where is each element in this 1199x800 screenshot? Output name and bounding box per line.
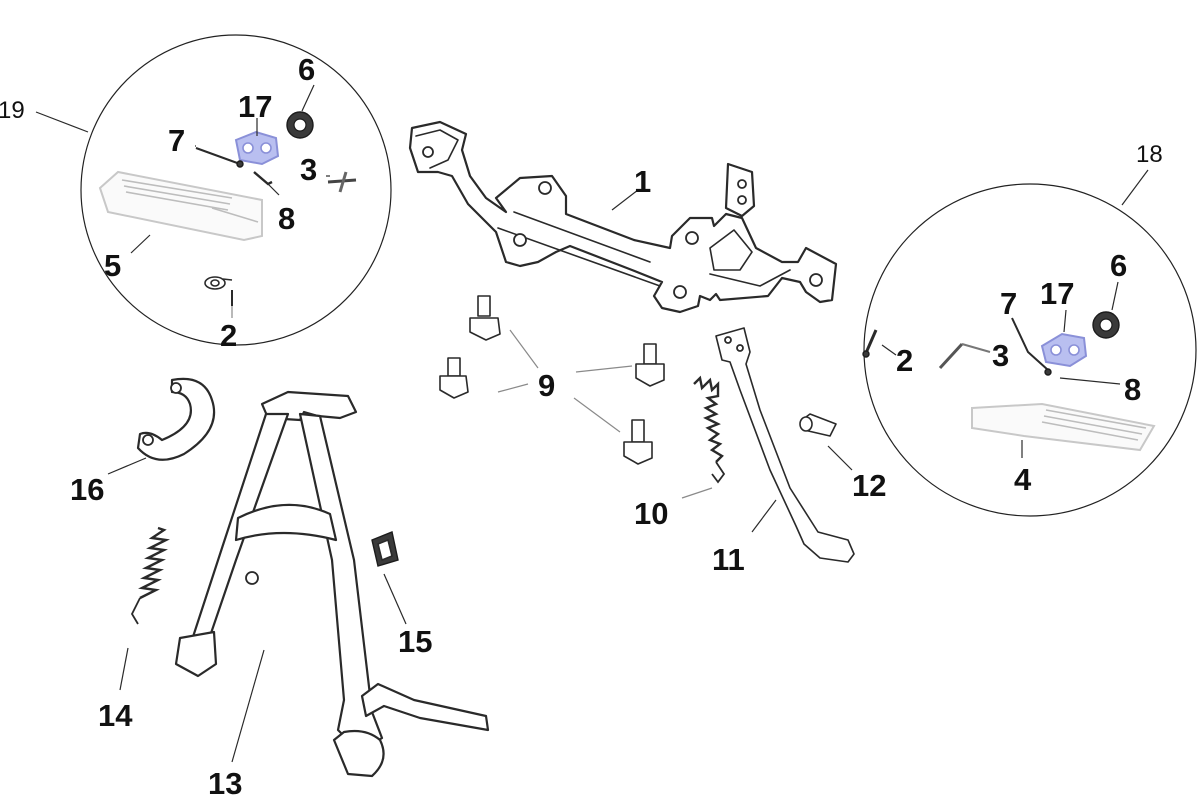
part-2-bolt-right [862, 329, 878, 358]
callout-13: 13 [208, 766, 242, 800]
detail-view-18: 18 6 17 7 2 3 8 4 [862, 141, 1197, 517]
part-10-spring: 10 [634, 375, 726, 531]
callout-16: 16 [70, 472, 104, 507]
callout-12: 12 [852, 468, 886, 503]
part-1-frame-bracket: 1 [408, 120, 838, 314]
bolt-9b [439, 357, 469, 399]
part-3-bolt [327, 171, 357, 193]
part-14-stand-spring: 14 [98, 526, 170, 733]
callout-10: 10 [634, 496, 668, 531]
callout-15: 15 [398, 624, 432, 659]
bolt-9a [469, 295, 501, 341]
callout-3-right: 3 [992, 338, 1009, 373]
part-16-curved-bracket: 16 [70, 377, 216, 507]
part-11-side-stand: 11 [712, 327, 855, 577]
detail-circle-19 [80, 34, 392, 346]
part-4-footrest [971, 402, 1156, 452]
callout-14: 14 [98, 698, 133, 733]
part-17-bracket-right [1040, 332, 1088, 368]
callout-18: 18 [1136, 141, 1163, 168]
callout-3-left: 3 [300, 152, 317, 187]
callout-8-left: 8 [278, 201, 295, 236]
callout-2-left: 2 [220, 318, 237, 353]
part-6-washer [286, 111, 314, 139]
callout-7-right: 7 [1000, 286, 1017, 321]
callout-19: 19 [0, 97, 25, 124]
callout-6-right: 6 [1110, 248, 1127, 283]
detail-view-19: 19 6 17 7 3 8 5 2 [0, 34, 392, 353]
callout-4: 4 [1014, 462, 1032, 497]
callout-8-right: 8 [1124, 372, 1141, 407]
bolt-9d [623, 419, 653, 465]
part-7-pin [195, 147, 244, 168]
detail-circle-18 [863, 183, 1197, 517]
bolt-9c [635, 343, 665, 387]
part-13-center-stand: 13 [174, 390, 490, 800]
part-8-clip [253, 171, 273, 186]
callout-5: 5 [104, 248, 121, 283]
callout-11: 11 [712, 542, 745, 577]
part-15-stopper: 15 [371, 531, 432, 659]
part-5-footrest [98, 170, 263, 242]
part-17-bracket [234, 130, 280, 166]
callout-17-right: 17 [1040, 276, 1074, 311]
callout-6-left: 6 [298, 52, 315, 87]
callout-1: 1 [634, 164, 651, 199]
part-3-bolt-right [938, 342, 991, 370]
part-2-bolt [204, 276, 233, 306]
callout-7-left: 7 [168, 123, 185, 158]
part-12-pivot-bolt: 12 [799, 413, 886, 503]
callout-9: 9 [538, 368, 555, 403]
callout-17-left: 17 [238, 89, 272, 124]
part-9-bolts: 9 [439, 295, 665, 465]
part-6-washer-right [1092, 311, 1120, 339]
callout-2-right: 2 [896, 343, 913, 378]
part-7-pin-right [1011, 317, 1052, 376]
